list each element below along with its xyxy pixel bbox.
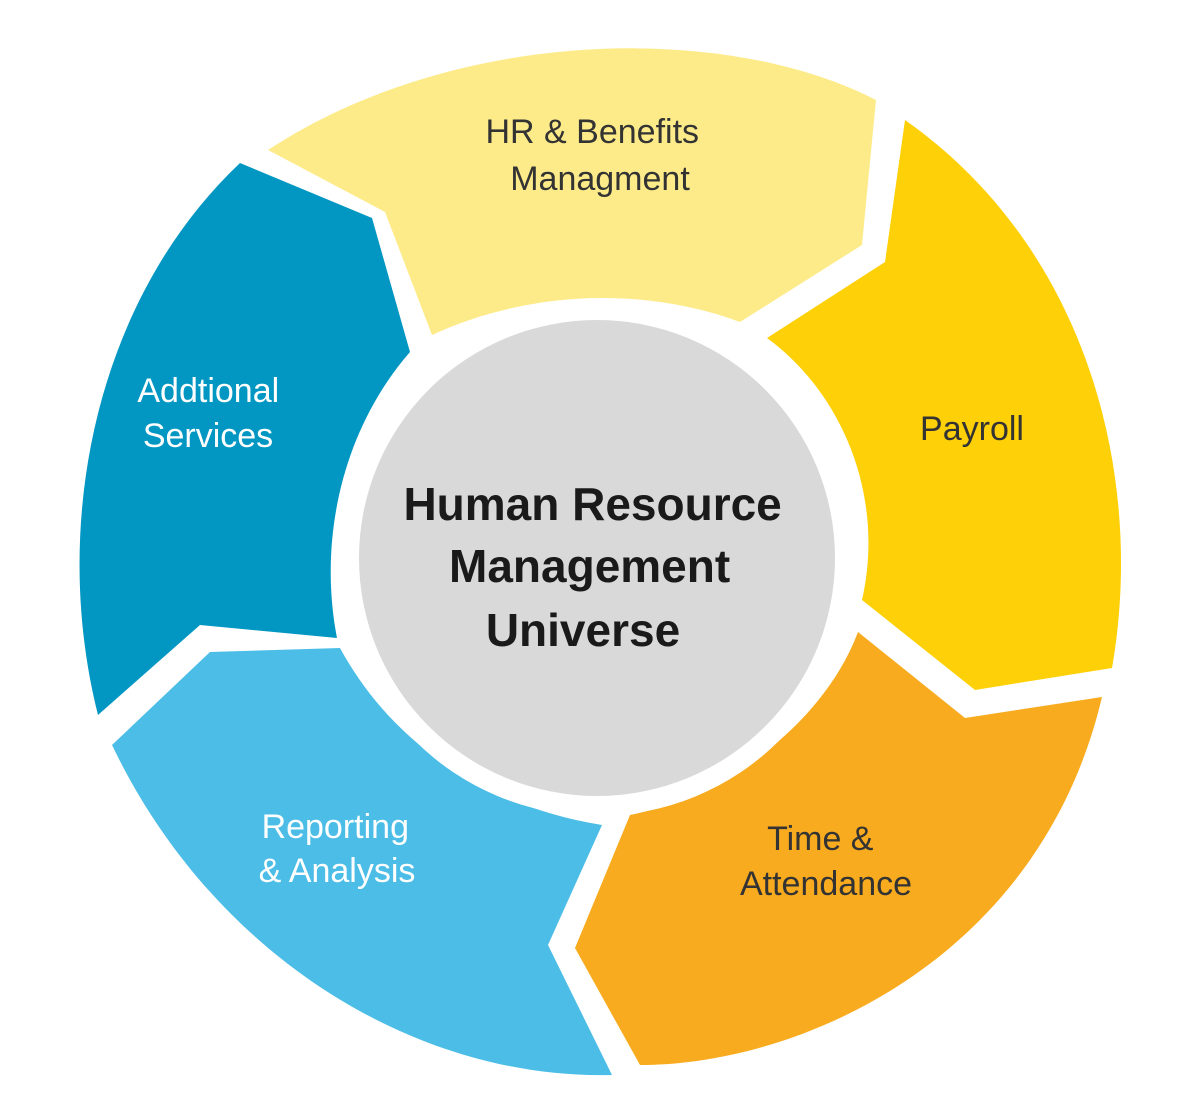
segment-additional-services-shape xyxy=(79,163,411,715)
center-hub: Human Resource Management Universe xyxy=(339,300,855,816)
center-title: Human Resource Management Universe xyxy=(403,478,794,656)
segment-payroll-shape xyxy=(767,120,1122,690)
segment-hr-benefits: HR & Benefits Managment xyxy=(268,48,876,336)
center-hub-circle xyxy=(359,320,835,796)
segment-additional-services: Addtional Services xyxy=(79,163,411,715)
segment-hr-benefits-label: HR & Benefits Managment xyxy=(486,113,709,198)
segment-reporting-analysis-label: Reporting & Analysis xyxy=(259,808,419,890)
segment-time-attendance: Time & Attendance xyxy=(575,632,1102,1065)
segment-time-attendance-shape xyxy=(575,632,1102,1065)
segment-reporting-analysis-shape xyxy=(112,648,612,1076)
segment-additional-services-label: Addtional Services xyxy=(137,372,288,455)
segment-reporting-analysis: Reporting & Analysis xyxy=(112,648,612,1076)
segment-hr-benefits-shape xyxy=(268,48,876,336)
segment-payroll-label: Payroll xyxy=(920,410,1024,448)
segment-time-attendance-label: Time & Attendance xyxy=(740,820,912,903)
segment-payroll: Payroll xyxy=(767,120,1122,690)
